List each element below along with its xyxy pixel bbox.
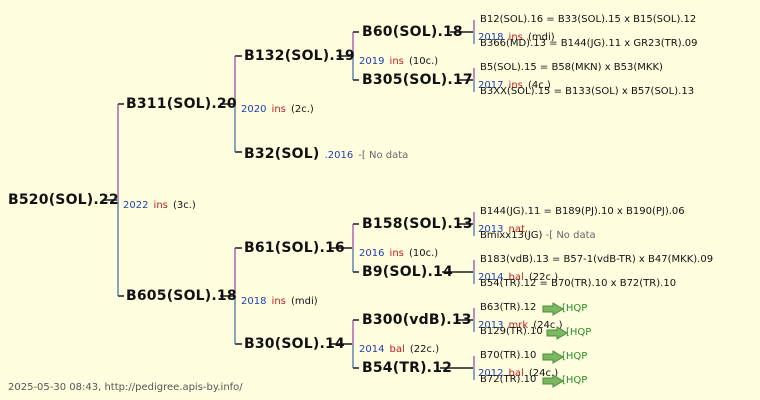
dd-year: 2014	[359, 344, 385, 355]
ddd-count: (24c.)	[528, 368, 559, 379]
hqp-label: [HQP	[562, 303, 588, 314]
ddd-queen-name[interactable]: B54(TR).12	[362, 360, 453, 376]
sss-info: 2018 ins (mdi)	[478, 27, 555, 43]
root-status: ins	[153, 200, 168, 211]
dd-queen-name[interactable]: B30(SOL).14	[244, 336, 345, 352]
ddd-info: 2012 bal (24c.)	[478, 363, 558, 379]
dds-year: 2013	[478, 320, 504, 331]
dds-queen-name[interactable]: B300(vdB).13	[362, 312, 472, 328]
arrow-right-icon	[542, 302, 564, 316]
ddd-year: 2012	[478, 368, 504, 379]
footer-timestamp-url: 2025-05-30 08:43, http://pedigree.apis-b…	[8, 382, 243, 393]
dds-sire-line[interactable]: B63(TR).12	[480, 302, 537, 313]
ssd-info: 2017 ins (4c.)	[478, 75, 551, 91]
dsd-count: (22c.)	[528, 272, 559, 283]
sire-count: (2c.)	[290, 104, 314, 115]
dss-info: 2013 nat	[478, 219, 525, 235]
dss-no-data-note: -[ No data	[545, 230, 596, 241]
sire-status: ins	[271, 104, 286, 115]
ds-status: ins	[389, 248, 404, 259]
hqp-link-1[interactable]: [HQP	[542, 301, 587, 316]
dam-status: ins	[271, 296, 286, 307]
root-year: 2022	[123, 200, 149, 211]
ssd-dam-line[interactable]: B3XX(SOL).15 = B133(SOL) x B57(SOL).13	[480, 86, 695, 97]
ddd-status: bal	[508, 368, 524, 379]
ds-count: (10c.)	[408, 248, 439, 259]
dds-count: (24c.)	[533, 320, 563, 331]
dsd-info: 2014 bal (22c.)	[478, 267, 558, 283]
sss-year: 2018	[478, 32, 504, 43]
dsd-year: 2014	[478, 272, 504, 283]
ss-status: ins	[389, 56, 404, 67]
sss-dam-line[interactable]: B366(MD).13 = B144(JG).11 x GR23(TR).09	[480, 38, 698, 49]
dam-year: 2018	[241, 296, 267, 307]
ssd-year: 2017	[478, 80, 504, 91]
dss-dam-row: Bmixx13(JG) -[ No data	[480, 231, 596, 241]
root-queen-info: 2022 ins (3c.)	[123, 195, 196, 211]
ss-count: (10c.)	[408, 56, 439, 67]
hqp-link-2[interactable]: [HQP	[546, 325, 591, 340]
ss-queen-name[interactable]: B132(SOL).19	[244, 48, 355, 64]
hqp-label: [HQP	[562, 375, 588, 386]
sd-queen-name[interactable]: B32(SOL)	[244, 146, 320, 162]
dam-queen-info: 2018 ins (mdi)	[241, 291, 318, 307]
ssd-queen-name[interactable]: B305(SOL).17	[362, 72, 473, 88]
ddd-dam-line[interactable]: B72(TR).10	[480, 374, 537, 385]
root-queen-name[interactable]: B520(SOL).22	[8, 192, 119, 208]
dss-status: nat	[508, 224, 525, 235]
sss-count: (mdi)	[527, 32, 555, 43]
sire-year: 2020	[241, 104, 267, 115]
ds-queen-info: 2016 ins (10c.)	[359, 243, 438, 259]
arrow-right-icon	[542, 374, 564, 388]
root-count: (3c.)	[172, 200, 196, 211]
hqp-label: [HQP	[562, 351, 588, 362]
dd-count: (22c.)	[409, 344, 440, 355]
ssd-status: ins	[508, 80, 523, 91]
sss-status: ins	[508, 32, 523, 43]
sss-sire-line[interactable]: B12(SOL).16 = B33(SOL).15 x B15(SOL).12	[480, 14, 697, 25]
dam-queen-name[interactable]: B605(SOL).18	[126, 288, 237, 304]
dss-queen-name[interactable]: B158(SOL).13	[362, 216, 473, 232]
dsd-status: bal	[508, 272, 524, 283]
sd-queen-row: B32(SOL) .2016 -[ No data	[244, 145, 408, 161]
ssd-count: (4c.)	[527, 80, 551, 91]
sd-year: .2016	[324, 150, 354, 161]
sire-queen-info: 2020 ins (2c.)	[241, 99, 314, 115]
ddd-sire-line[interactable]: B70(TR).10	[480, 350, 537, 361]
arrow-right-icon	[546, 326, 568, 340]
ds-queen-name[interactable]: B61(SOL).16	[244, 240, 345, 256]
dds-dam-line[interactable]: B129(TR).10	[480, 326, 543, 337]
sire-queen-name[interactable]: B311(SOL).20	[126, 96, 237, 112]
dss-year: 2013	[478, 224, 504, 235]
dsd-sire-line[interactable]: B183(vdB).13 = B57-1(vdB-TR) x B47(MKK).…	[480, 254, 714, 265]
dds-status: mrk	[508, 320, 529, 331]
dd-status: bal	[389, 344, 405, 355]
sss-queen-name[interactable]: B60(SOL).18	[362, 24, 463, 40]
dd-queen-info: 2014 bal (22c.)	[359, 339, 439, 355]
ss-queen-info: 2019 ins (10c.)	[359, 51, 438, 67]
arrow-right-icon	[542, 350, 564, 364]
hqp-label: [HQP	[566, 327, 592, 338]
dss-sire-line[interactable]: B144(JG).11 = B189(PJ).10 x B190(PJ).06	[480, 206, 685, 217]
dsd-queen-name[interactable]: B9(SOL).14	[362, 264, 453, 280]
ds-year: 2016	[359, 248, 385, 259]
ssd-sire-line[interactable]: B5(SOL).15 = B58(MKN) x B53(MKK)	[480, 62, 663, 73]
dsd-dam-line[interactable]: B54(TR).12 = B70(TR).10 x B72(TR).10	[480, 278, 677, 289]
ss-year: 2019	[359, 56, 385, 67]
sd-no-data-note: -[ No data	[358, 150, 409, 161]
dam-count: (mdi)	[290, 296, 318, 307]
hqp-link-4[interactable]: [HQP	[542, 373, 587, 388]
dss-dam-line[interactable]: Bmixx13(JG)	[480, 230, 543, 241]
dds-info: 2013 mrk (24c.)	[478, 315, 563, 331]
hqp-link-3[interactable]: [HQP	[542, 349, 587, 364]
